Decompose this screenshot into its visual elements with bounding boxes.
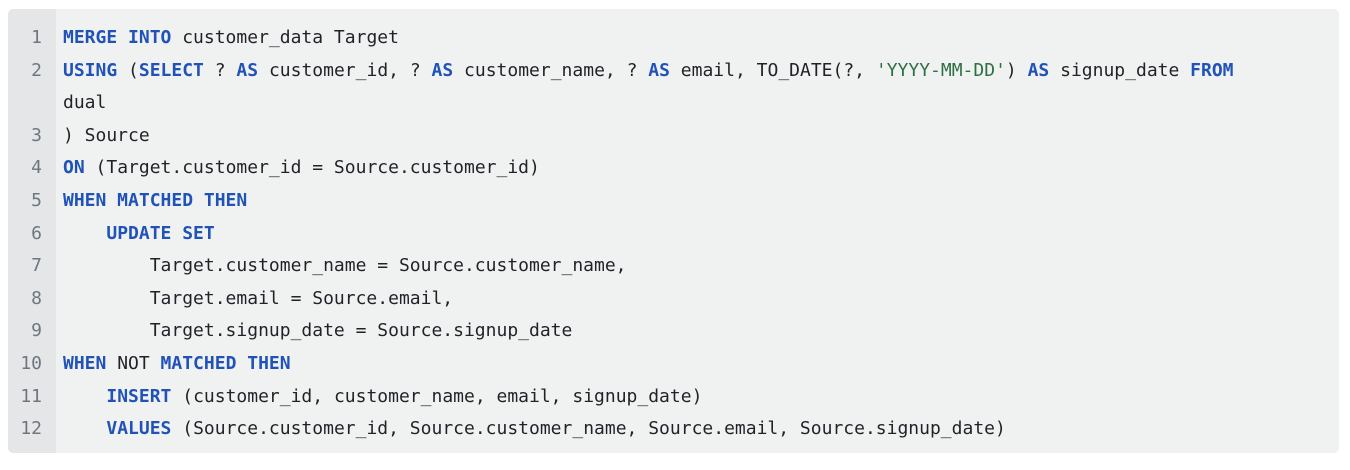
code-token: email, TO_DATE(?,	[669, 59, 876, 81]
code-token: customer_name, ?	[453, 59, 649, 81]
line-number	[8, 87, 56, 120]
code-token: (customer_id, customer_name, email, sign…	[171, 385, 703, 407]
sql-keyword: ON	[63, 157, 85, 179]
code-line: 4 ON (Target.customer_id = Source.custome…	[8, 152, 1339, 185]
code-lines: 1 MERGE INTO customer_data Target 2 USING (…	[8, 22, 1339, 446]
code-text: INSERT (customer_id, customer_name, emai…	[56, 381, 702, 414]
sql-keyword: UPDATE SET	[106, 222, 215, 244]
code-text: Target.signup_date = Source.signup_date	[56, 315, 573, 348]
line-number: 12	[20, 418, 42, 440]
sql-keyword: AS	[236, 59, 259, 81]
line-number: 11	[20, 385, 42, 407]
line-number: 9	[31, 320, 42, 342]
code-token: (Source.customer_id, Source.customer_nam…	[171, 418, 1006, 440]
line-number-gutter	[8, 9, 56, 453]
code-token	[63, 386, 106, 407]
code-line: 1 MERGE INTO customer_data Target	[8, 22, 1339, 55]
string-literal: 'YYYY-MM-DD'	[875, 59, 1006, 81]
code-text: USING (SELECT ? AS customer_id, ? AS cus…	[56, 55, 1234, 88]
sql-keyword: FROM	[1190, 59, 1234, 81]
code-text: Target.customer_name = Source.customer_n…	[56, 250, 627, 283]
line-number: 2	[31, 59, 42, 81]
sql-keyword: AS	[431, 59, 454, 81]
code-token	[63, 418, 106, 439]
code-text: UPDATE SET	[56, 218, 215, 251]
line-number: 6	[31, 222, 42, 244]
code-text: ) Source	[56, 120, 150, 153]
code-token: Target.email = Source.email,	[63, 287, 454, 309]
line-number: 5	[31, 189, 42, 211]
code-text: WHEN NOT MATCHED THEN	[56, 348, 291, 381]
code-token: signup_date	[1049, 59, 1191, 81]
code-token: Target.customer_name = Source.customer_n…	[63, 255, 627, 277]
code-token: ?	[203, 59, 237, 81]
code-line: 10 WHEN NOT MATCHED THEN	[8, 348, 1339, 381]
code-line: dual	[8, 87, 1339, 120]
sql-keyword: USING	[63, 59, 118, 81]
line-number: 8	[31, 287, 42, 309]
code-token: (	[117, 59, 139, 81]
code-token: customer_id, ?	[258, 59, 432, 81]
sql-keyword: INSERT	[106, 385, 172, 407]
code-line: 5 WHEN MATCHED THEN	[8, 185, 1339, 218]
code-text: Target.email = Source.email,	[56, 283, 453, 316]
line-number: 4	[31, 157, 42, 179]
code-line: 6 UPDATE SET	[8, 218, 1339, 251]
code-token	[63, 223, 106, 244]
code-line: 7 Target.customer_name = Source.customer…	[8, 250, 1339, 283]
code-token: dual	[63, 92, 107, 114]
code-text: dual	[56, 87, 106, 120]
code-token: )	[1005, 59, 1028, 81]
code-text: MERGE INTO customer_data Target	[56, 22, 399, 55]
code-text: WHEN MATCHED THEN	[56, 185, 247, 218]
sql-keyword: AS	[648, 59, 670, 81]
code-line: 8 Target.email = Source.email,	[8, 283, 1339, 316]
sql-keyword: MERGE INTO	[63, 27, 172, 48]
sql-keyword: VALUES	[106, 418, 172, 440]
code-text: VALUES (Source.customer_id, Source.custo…	[56, 413, 1006, 446]
sql-keyword: WHEN	[63, 352, 107, 374]
code-block: 1 MERGE INTO customer_data Target 2 USING (…	[8, 9, 1339, 453]
line-number: 3	[31, 124, 42, 146]
line-number: 1	[31, 27, 42, 48]
code-token: NOT	[106, 352, 161, 374]
code-token: (Target.customer_id = Source.customer_id…	[84, 157, 540, 179]
code-token: Target.signup_date = Source.signup_date	[63, 320, 573, 342]
sql-keyword: AS	[1027, 59, 1050, 81]
line-number: 7	[31, 255, 42, 277]
sql-keyword: MATCHED THEN	[160, 352, 291, 374]
code-line: 12 VALUES (Source.customer_id, Source.cu…	[8, 413, 1339, 446]
sql-keyword: WHEN MATCHED THEN	[63, 189, 248, 211]
code-text: ON (Target.customer_id = Source.customer…	[56, 152, 540, 185]
sql-keyword: SELECT	[138, 59, 204, 81]
code-token: ) Source	[63, 124, 150, 146]
code-line: 3 ) Source	[8, 120, 1339, 153]
line-number: 10	[20, 352, 42, 374]
code-line: 9 Target.signup_date = Source.signup_dat…	[8, 315, 1339, 348]
code-line: 11 INSERT (customer_id, customer_name, e…	[8, 381, 1339, 414]
code-line: 2 USING (SELECT ? AS customer_id, ? AS cu…	[8, 55, 1339, 88]
code-token: customer_data Target	[171, 27, 399, 48]
